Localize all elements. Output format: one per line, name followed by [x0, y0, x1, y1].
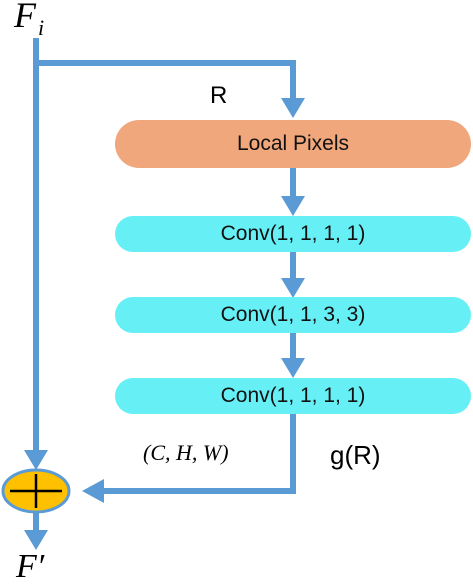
- return-line: [102, 414, 296, 494]
- output-func-label: g(R): [330, 440, 381, 470]
- output-label-base: F: [16, 548, 37, 585]
- local-pixels-label: Local Pixels: [236, 132, 350, 155]
- input-label-base: F: [14, 0, 36, 35]
- conv-block-2: Conv(1, 1, 3, 3): [115, 297, 471, 333]
- output-label-prime: ′: [36, 548, 45, 585]
- output-label: F′: [16, 548, 44, 586]
- local-pixels-block: Local Pixels: [115, 120, 471, 168]
- shape-label: (C, H, W): [143, 440, 229, 465]
- conv-block-3: Conv(1, 1, 1, 1): [115, 378, 471, 414]
- output-arrowhead: [24, 530, 48, 550]
- branch-line: [36, 60, 296, 100]
- arrow-3-head: [281, 358, 305, 378]
- region-label: R: [210, 82, 228, 109]
- conv-block-1-label: Conv(1, 1, 1, 1): [220, 222, 366, 245]
- return-arrowhead: [82, 479, 104, 503]
- arrow-1-head: [281, 196, 305, 216]
- conv-block-2-label: Conv(1, 1, 3, 3): [220, 303, 366, 326]
- conv-block-1: Conv(1, 1, 1, 1): [115, 216, 471, 252]
- conv-block-3-label: Conv(1, 1, 1, 1): [220, 384, 366, 407]
- skip-arrowhead: [24, 450, 48, 470]
- input-label: Fi: [14, 0, 44, 40]
- arrow-2-head: [281, 278, 305, 298]
- input-label-subscript: i: [38, 15, 45, 40]
- branch-arrowhead: [281, 98, 305, 118]
